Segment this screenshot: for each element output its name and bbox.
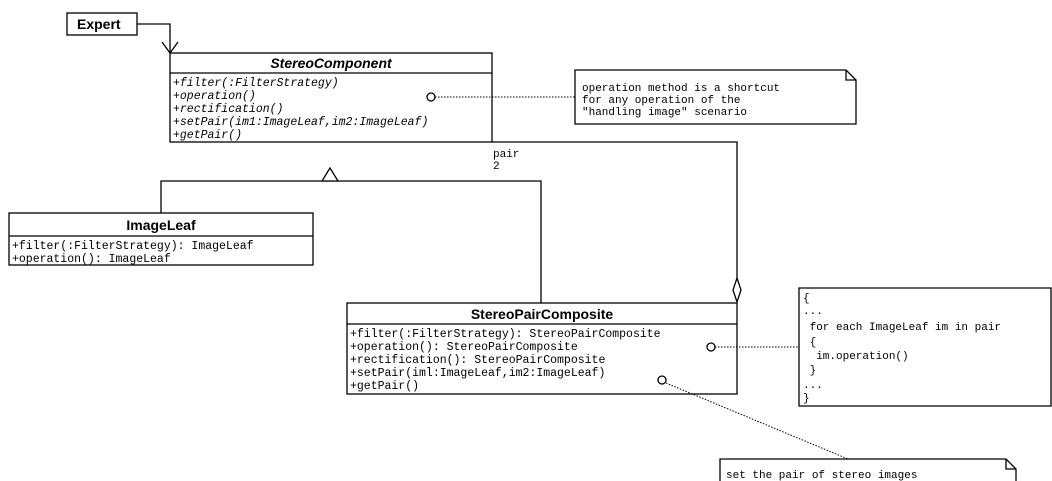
- stereo-component-op-operation: +operation(): [173, 90, 256, 103]
- stereo-pair-composite-box: [346, 302, 738, 395]
- stereo-pair-composite-op-filter: +filter(:FilterStrategy): StereoPairComp…: [350, 328, 661, 341]
- expert-label: Expert: [77, 16, 121, 32]
- expert-dependency-line: [137, 23, 171, 53]
- stereo-component-op-setpair: +setPair(im1:ImageLeaf,im2:ImageLeaf): [173, 116, 428, 129]
- generalization-triangle-icon: [320, 166, 340, 182]
- stereo-component-op-rectification: +rectification(): [173, 103, 283, 116]
- note-operation-shortcut[interactable]: operation method is a shortcut for any o…: [574, 69, 857, 125]
- loop-note-line: {: [803, 293, 810, 305]
- setpair-note-box: [719, 458, 1017, 481]
- image-leaf-op-operation: +operation(): ImageLeaf: [12, 253, 171, 266]
- image-leaf-op-filter: +filter(:FilterStrategy): ImageLeaf: [12, 240, 254, 253]
- stereo-component-op-filter: +filter(:FilterStrategy): [173, 77, 339, 90]
- note-setpair[interactable]: set the pair of stereo images: [719, 458, 1017, 481]
- loop-note-anchor-icon: [706, 342, 716, 352]
- loop-note-box: [798, 287, 1052, 407]
- loop-note-line: for each ImageLeaf im in pair: [803, 322, 1001, 334]
- generalization-branch-line: [160, 180, 542, 303]
- operation-note-line: operation method is a shortcut: [582, 83, 780, 95]
- setpair-note-line: set the pair of stereo images: [726, 470, 917, 481]
- class-stereo-pair-composite[interactable]: StereoPairComposite +filter(:FilterStrat…: [346, 302, 738, 395]
- operation-note-box: [574, 69, 857, 125]
- stereo-pair-composite-op-setpair: +setPair(iml:ImageLeaf,im2:ImageLeaf): [350, 367, 605, 380]
- stereo-pair-composite-title: StereoPairComposite: [471, 306, 614, 322]
- stereo-component-title: StereoComponent: [270, 55, 393, 71]
- class-stereo-component[interactable]: StereoComponent +filter(:FilterStrategy)…: [169, 52, 493, 143]
- loop-note-line: ...: [803, 306, 823, 318]
- setpair-note-fold-icon: [1005, 459, 1016, 470]
- aggregation-line: [492, 141, 738, 278]
- image-leaf-title: ImageLeaf: [126, 217, 196, 233]
- expert-actor[interactable]: Expert: [66, 12, 138, 36]
- stereo-pair-composite-op-rectification: +rectification(): StereoPairComposite: [350, 354, 605, 367]
- operation-note-anchor-icon: [426, 92, 436, 102]
- loop-note-line: {: [803, 337, 816, 349]
- class-image-leaf[interactable]: ImageLeaf +filter(:FilterStrategy): Imag…: [8, 212, 314, 266]
- note-operation-loop[interactable]: { ... for each ImageLeaf im in pair { im…: [798, 287, 1052, 407]
- setpair-note-anchor-icon: [657, 375, 667, 385]
- operation-note-line: for any operation of the: [582, 95, 740, 107]
- operation-note-fold-icon: [845, 70, 856, 81]
- stereo-pair-composite-op-operation: +operation(): StereoPairComposite: [350, 341, 578, 354]
- loop-note-line: ...: [803, 380, 823, 392]
- operation-note-line: "handling image" scenario: [582, 107, 747, 119]
- stereo-pair-composite-op-getpair: +getPair(): [350, 380, 419, 393]
- aggregation-diamond-icon: [732, 275, 742, 305]
- loop-note-line: im.operation(): [803, 351, 909, 363]
- association-role-label: pair: [493, 149, 519, 161]
- image-leaf-box: [8, 212, 314, 266]
- loop-note-line: }: [803, 365, 816, 377]
- association-multiplicity-label: 2: [493, 161, 500, 173]
- stereo-component-op-getpair: +getPair(): [173, 129, 242, 142]
- loop-note-line: }: [803, 393, 810, 405]
